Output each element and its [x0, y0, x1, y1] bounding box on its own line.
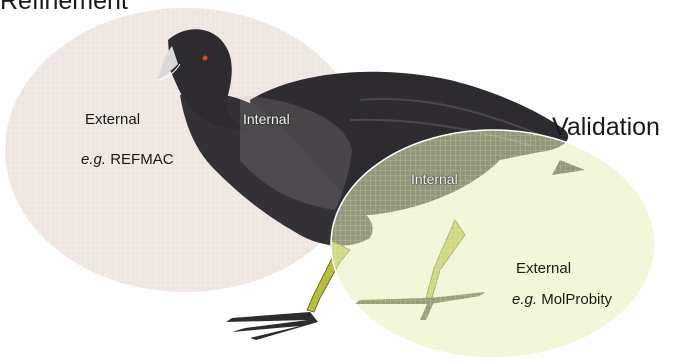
refinement-example: e.g. REFMAC: [81, 151, 174, 168]
refinement-title: Refinement: [0, 0, 128, 16]
refinement-external-label: External: [85, 111, 140, 128]
validation-example-prefix: e.g.: [512, 291, 537, 308]
refinement-example-tool: REFMAC: [110, 151, 173, 168]
validation-example-tool: MolProbity: [541, 291, 612, 308]
validation-example: e.g. MolProbity: [512, 291, 612, 308]
validation-title: Validation: [552, 113, 660, 142]
validation-internal-label: Internal: [411, 171, 458, 187]
refinement-example-prefix: e.g.: [81, 151, 106, 168]
validation-external-label: External: [516, 260, 571, 277]
refinement-internal-label: Internal: [243, 111, 290, 127]
